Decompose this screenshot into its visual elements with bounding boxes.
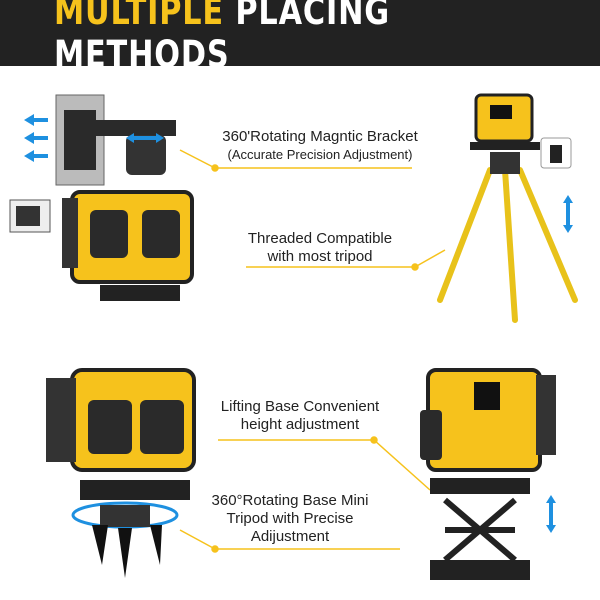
feature-magnetic-bracket: 360'Rotating Magntic Bracket (Accurate P… <box>200 128 440 164</box>
feature-lifting-base: Lifting Base Convenient height adjustmen… <box>200 398 400 434</box>
feature-rotating-base: 360°Rotating Base Mini Tripod with Preci… <box>195 492 385 546</box>
feature-title: Threaded Compatible <box>247 230 393 247</box>
feature-title: 360'Rotating Magntic Bracket <box>222 128 418 145</box>
feature-line2: height adjustment <box>240 416 360 433</box>
header-banner: MULTIPLE PLACING METHODS <box>0 0 600 76</box>
feature-subtitle: (Accurate Precision Adjustment) <box>227 147 413 162</box>
feature-line3: Adijustment <box>250 528 330 545</box>
feature-title: Lifting Base Convenient <box>220 398 380 415</box>
feature-title: 360°Rotating Base Mini <box>211 492 369 509</box>
callout-lines <box>179 149 446 553</box>
feature-threaded-tripod: Threaded Compatible with most tripod <box>230 230 410 266</box>
title-rest: PLACING METHODS <box>54 0 391 76</box>
rotating-base-laser <box>46 368 196 578</box>
lifting-base-laser <box>420 368 556 580</box>
page-title: MULTIPLE PLACING METHODS <box>54 0 546 76</box>
arrow-icons <box>24 114 573 533</box>
magnetic-bracket-laser <box>9 94 194 301</box>
title-highlight: MULTIPLE <box>54 0 224 33</box>
feature-line2: with most tripod <box>267 248 373 265</box>
feature-line2: Tripod with Precise <box>226 510 354 527</box>
tripod-laser <box>437 93 578 323</box>
